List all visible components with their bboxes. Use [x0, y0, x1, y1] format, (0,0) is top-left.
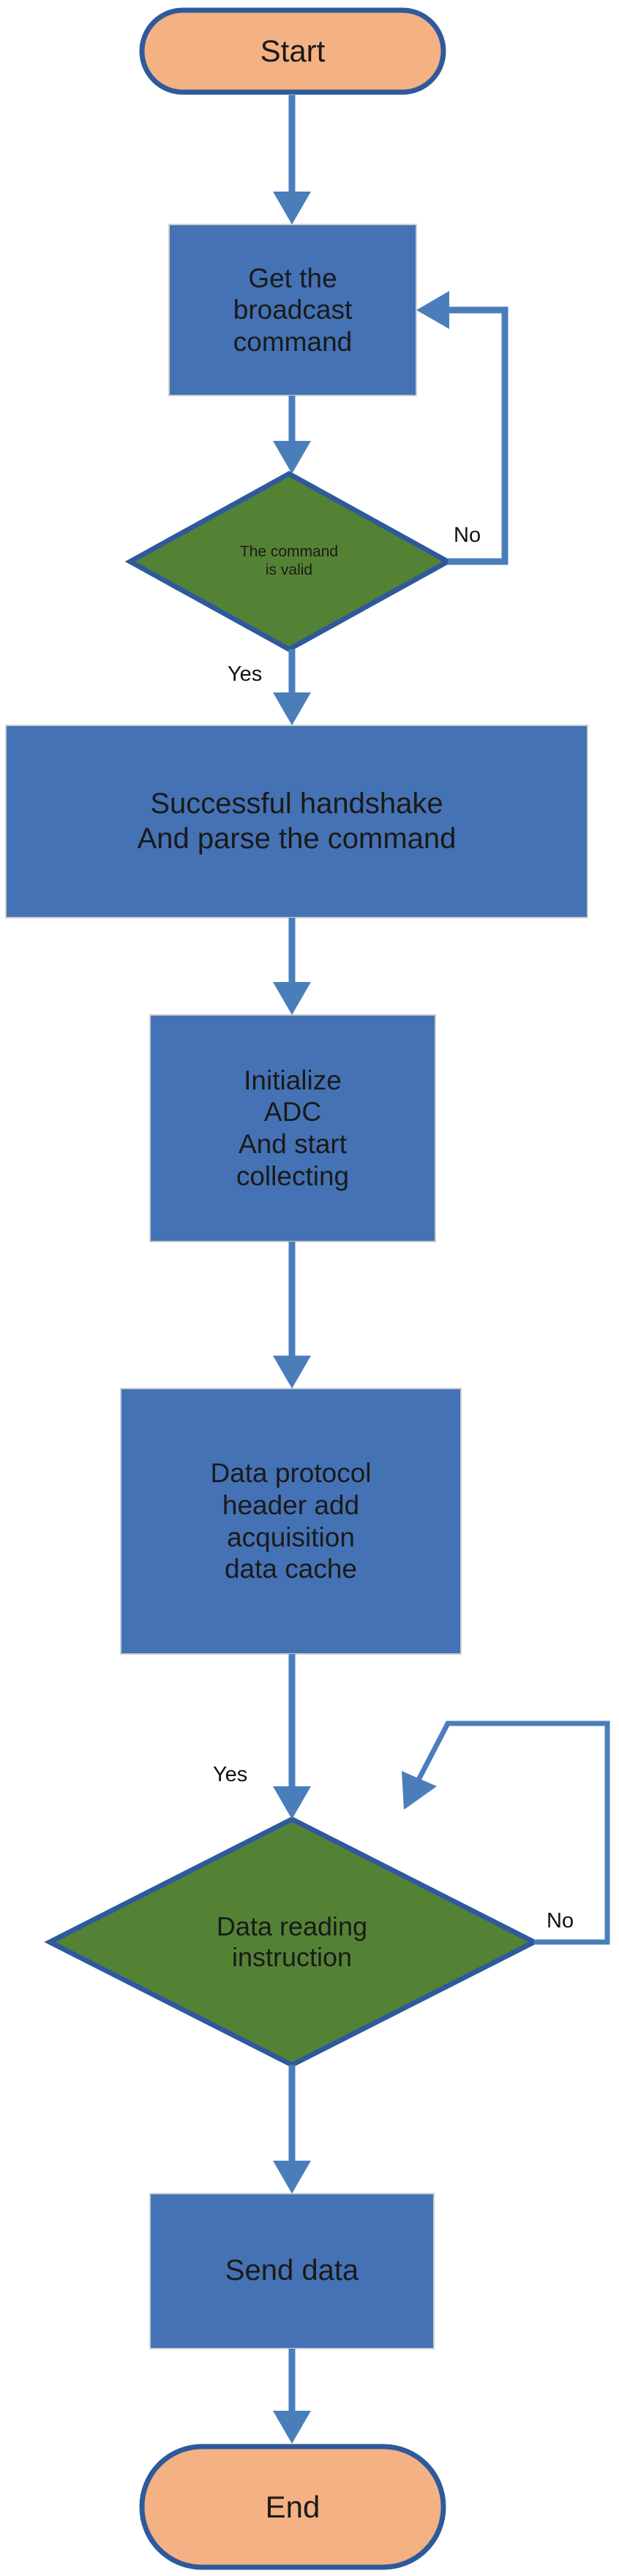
connector-reading-to-send: [273, 2065, 311, 2194]
node-data-reading-instruction-shape[interactable]: [44, 1816, 540, 2068]
connector-get-to-valid: [273, 396, 311, 474]
connector-valid-no-loop: [416, 291, 509, 565]
edge-label-yes-command-valid: Yes: [228, 662, 263, 686]
node-get-broadcast-command-shape[interactable]: [168, 224, 417, 396]
connector-handshake-to-adc: [273, 918, 311, 1015]
connector-start-to-get: [273, 95, 311, 224]
node-start-shape[interactable]: [139, 7, 446, 95]
edge-label-yes-data-reading: Yes: [213, 1763, 248, 1786]
connector-protocol-to-reading: [273, 1654, 311, 1819]
node-command-valid-shape[interactable]: [124, 471, 454, 652]
connector-valid-yes: [273, 649, 311, 725]
node-successful-handshake-shape[interactable]: [5, 725, 588, 918]
node-data-protocol-header-shape[interactable]: [120, 1388, 462, 1655]
edge-label-no-data-reading: No: [547, 1909, 574, 1933]
node-end-shape[interactable]: [139, 2444, 446, 2570]
connector-adc-to-protocol: [273, 1242, 311, 1389]
edge-label-no-command-valid: No: [454, 524, 481, 547]
node-send-data-shape[interactable]: [149, 2193, 435, 2349]
connector-reading-no-loop: [402, 1721, 610, 1945]
node-initialize-adc-shape[interactable]: [149, 1014, 436, 1242]
connector-send-to-end: [273, 2349, 311, 2444]
